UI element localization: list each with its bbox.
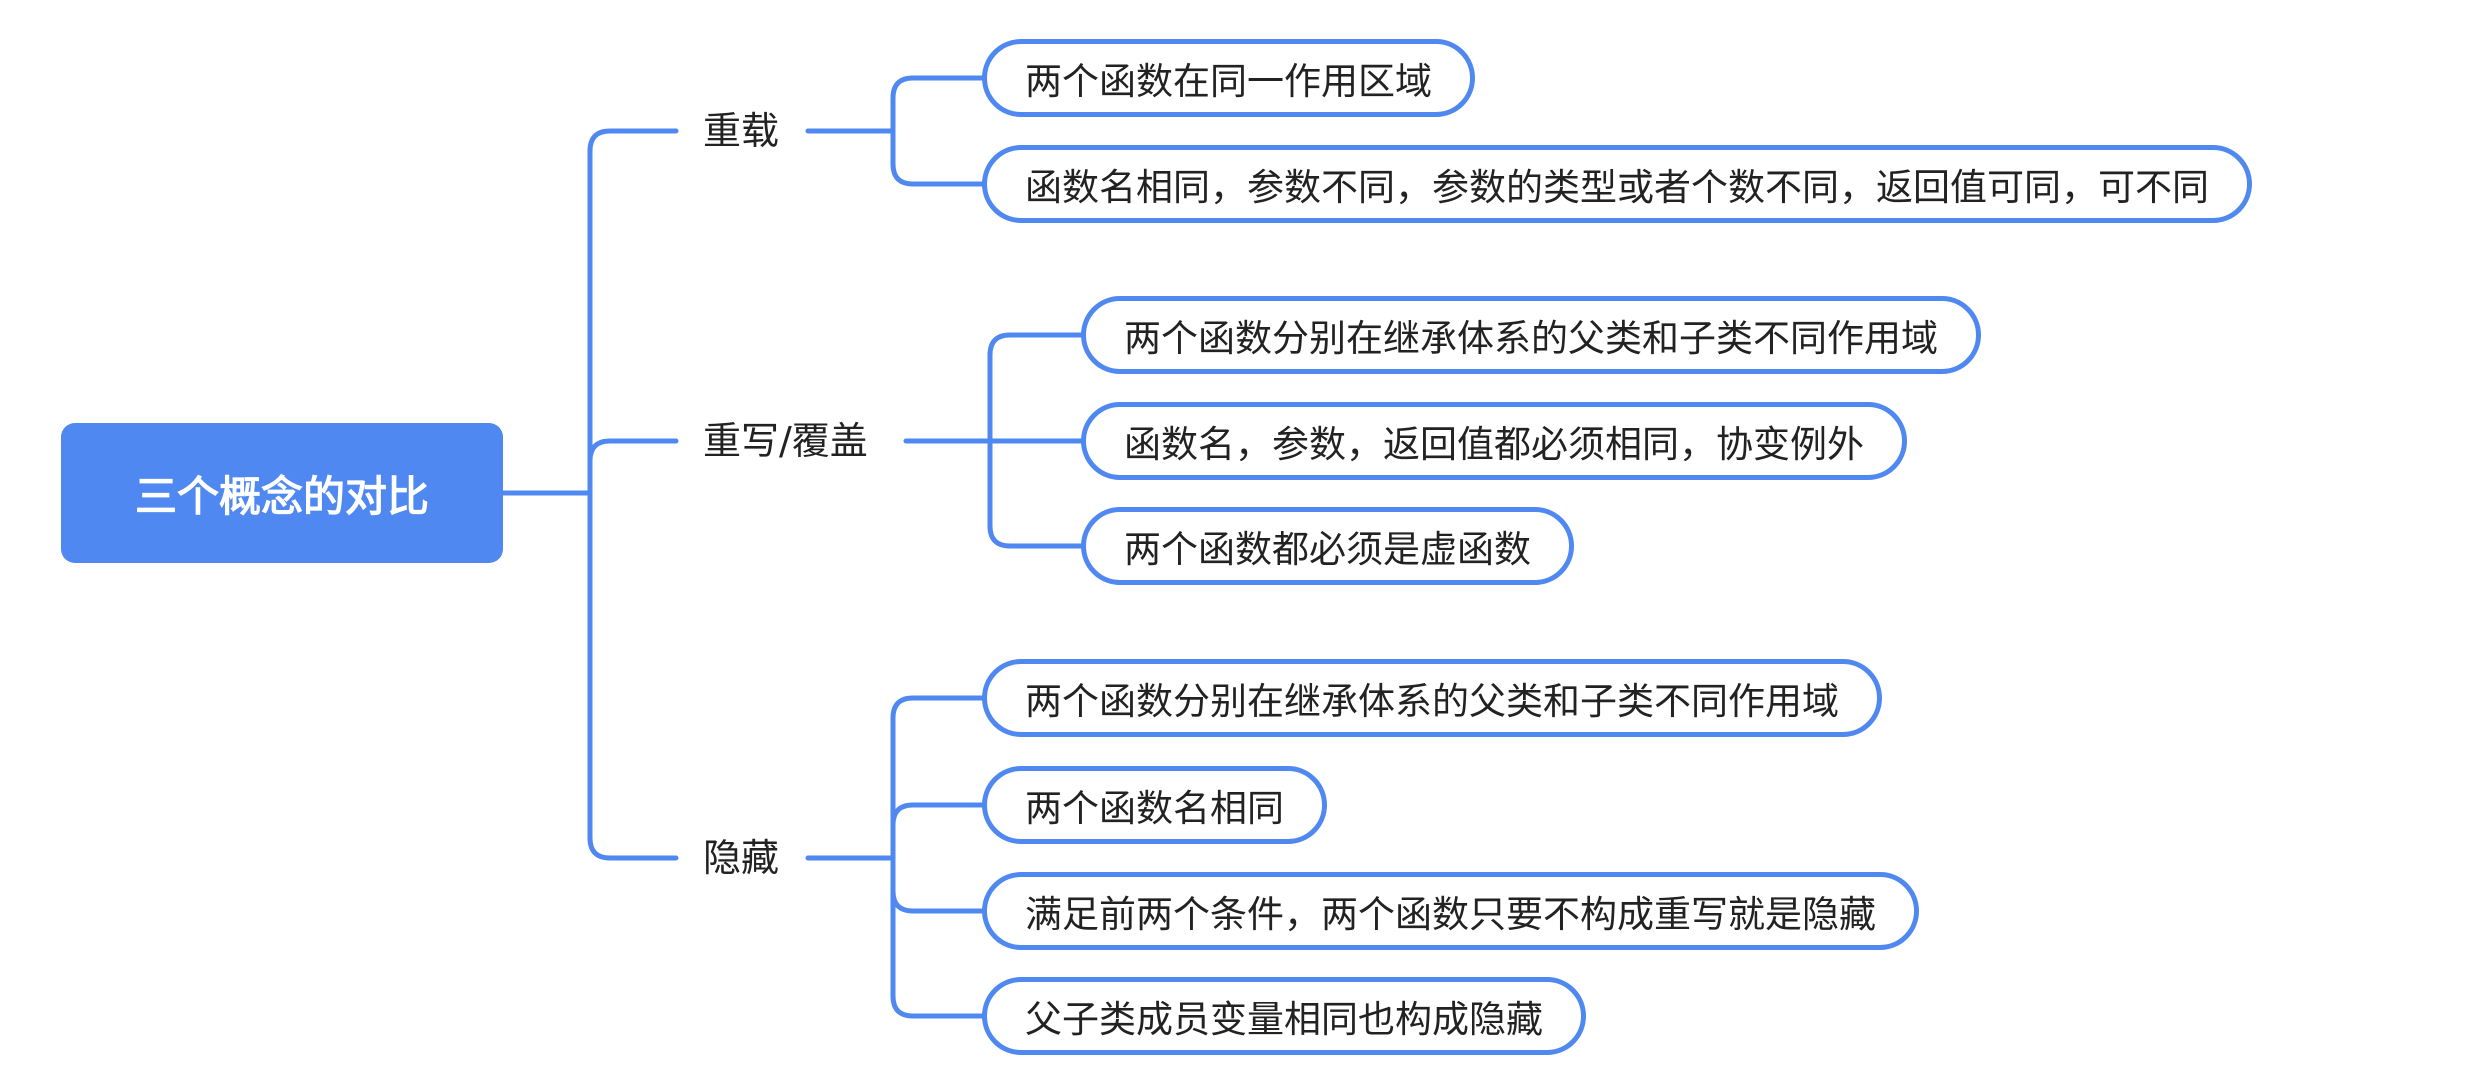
leaf-label: 函数名相同，参数不同，参数的类型或者个数不同，返回值可同，可不同: [1025, 166, 2209, 209]
leaf-hide-3[interactable]: 满足前两个条件，两个函数只要不构成重写就是隐藏: [982, 872, 1919, 950]
branch-hide[interactable]: 隐藏: [703, 834, 779, 882]
leaf-label: 两个函数分别在继承体系的父类和子类不同作用域: [1025, 680, 1839, 723]
branch-override[interactable]: 重写/覆盖: [703, 417, 868, 465]
branch-overload[interactable]: 重载: [703, 107, 779, 155]
connector-trunk-hide: [587, 490, 679, 861]
connector-hide-4: [890, 855, 985, 1019]
branch-overload-label: 重载: [703, 109, 780, 153]
leaf-label: 满足前两个条件，两个函数只要不构成重写就是隐藏: [1025, 893, 1876, 936]
leaf-label: 两个函数都必须是虚函数: [1124, 528, 1531, 571]
leaf-overload-1[interactable]: 两个函数在同一作用区域: [982, 39, 1475, 117]
leaf-label: 父子类成员变量相同也构成隐藏: [1025, 998, 1543, 1041]
branch-hide-label: 隐藏: [703, 836, 780, 880]
root-label: 三个概念的对比: [134, 471, 429, 521]
leaf-label: 两个函数分别在继承体系的父类和子类不同作用域: [1124, 317, 1938, 360]
leaf-override-1[interactable]: 两个函数分别在继承体系的父类和子类不同作用域: [1081, 296, 1981, 374]
root-node[interactable]: 三个概念的对比: [61, 423, 503, 563]
leaf-hide-2[interactable]: 两个函数名相同: [982, 766, 1327, 844]
leaf-hide-1[interactable]: 两个函数分别在继承体系的父类和子类不同作用域: [982, 659, 1882, 737]
connector-trunk-overload: [587, 128, 679, 496]
connector-trunk-override: [587, 438, 679, 496]
connector-hide-1: [890, 695, 985, 861]
leaf-override-2[interactable]: 函数名，参数，返回值都必须相同，协变例外: [1081, 402, 1907, 480]
connector-override-3: [987, 438, 1084, 549]
leaf-hide-4[interactable]: 父子类成员变量相同也构成隐藏: [982, 977, 1586, 1055]
branch-override-label: 重写/覆盖: [703, 419, 868, 463]
leaf-label: 函数名，参数，返回值都必须相同，协变例外: [1124, 423, 1864, 466]
leaf-overload-2[interactable]: 函数名相同，参数不同，参数的类型或者个数不同，返回值可同，可不同: [982, 145, 2252, 223]
connector-overload-1: [890, 75, 985, 134]
connector-override-1: [987, 332, 1084, 444]
leaf-label: 两个函数在同一作用区域: [1025, 60, 1432, 103]
connector-hide-3: [890, 855, 985, 914]
connector-overload-2: [890, 128, 985, 187]
leaf-label: 两个函数名相同: [1025, 787, 1284, 830]
connector-hide-2: [890, 802, 985, 861]
leaf-override-3[interactable]: 两个函数都必须是虚函数: [1081, 507, 1574, 585]
